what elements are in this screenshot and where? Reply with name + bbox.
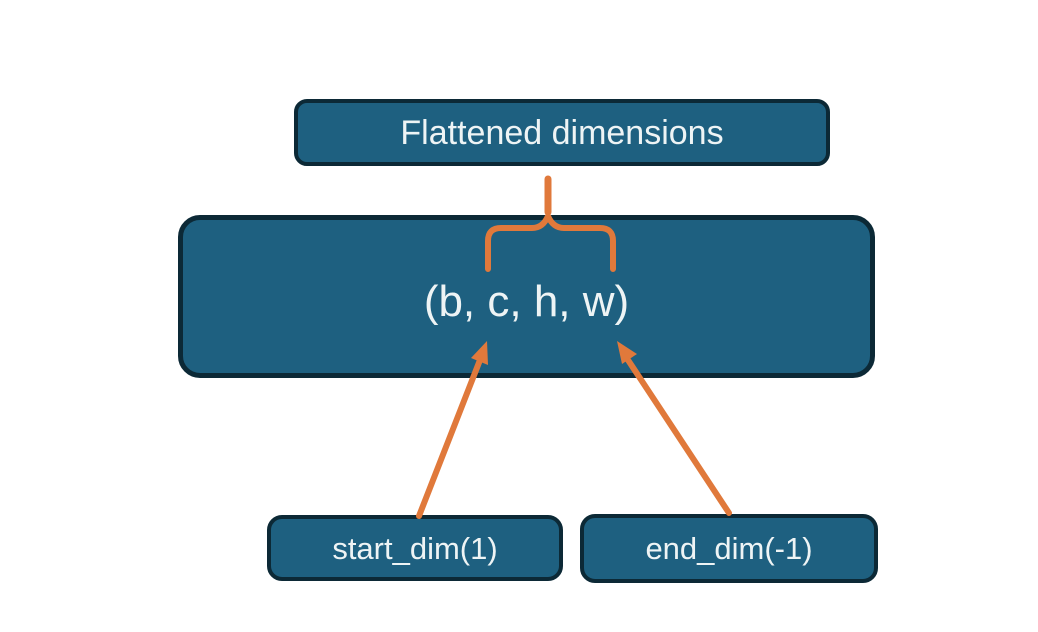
start-dim-label: start_dim(1)	[332, 530, 498, 566]
tensor-shape-label: (b, c, h, w)	[423, 276, 630, 326]
tensor-shape-box: (b, c, h, w)	[178, 215, 875, 378]
end-dim-arrow-line	[625, 357, 732, 516]
flattened-dimensions-box: Flattened dimensions	[294, 99, 830, 166]
start-dim-arrow-line	[416, 357, 483, 519]
end-dim-label: end_dim(-1)	[645, 531, 813, 566]
end-dim-box: end_dim(-1)	[580, 514, 878, 583]
start-dim-box: start_dim(1)	[267, 515, 563, 581]
flattened-dimensions-label: Flattened dimensions	[400, 113, 724, 152]
